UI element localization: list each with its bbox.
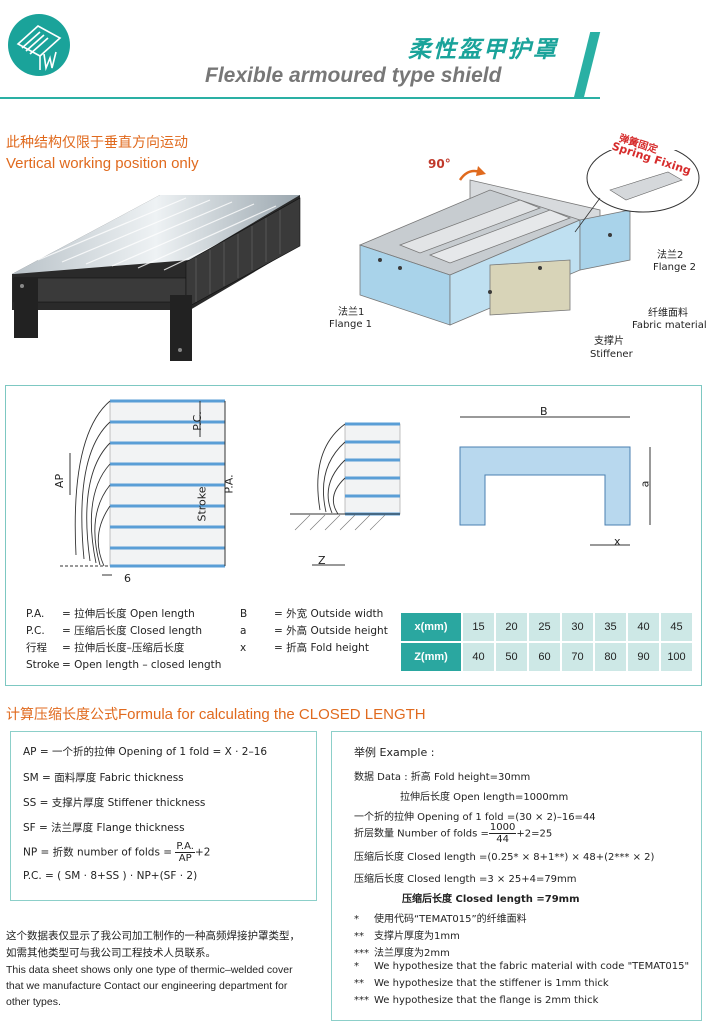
legend-left: P.A.= 拉伸后长度 Open length P.C.= 压缩后长度 Clos… (26, 606, 221, 674)
footnote-en: This data sheet shows only one type of t… (6, 964, 293, 1008)
note-item: *使用代码“TEMAT015”的纤维面料 (354, 914, 527, 925)
note-item: **支撑片厚度为1mm (354, 931, 460, 942)
example-data1: 数据 Data : 折高 Fold height=30mm (354, 772, 531, 783)
fabric-label-cn: 纤维面料 (648, 308, 688, 319)
formula-ap: AP = 一个折的拉伸 Opening of 1 fold = X · 2–16 (23, 746, 268, 758)
table-cell: 80 (595, 643, 626, 671)
note-item: **We hypothesize that the stiffener is 1… (354, 978, 609, 989)
header-accent-bar (573, 32, 601, 98)
table-row: x(mm) 15 20 25 30 35 40 45 (401, 613, 692, 641)
ap-label: AP (53, 473, 67, 489)
example-opening: 一个折的拉伸 Opening of 1 fold =(30 × 2)–16=44 (354, 812, 596, 823)
pc-label: P.C. (190, 411, 204, 431)
formula-panel: AP = 一个折的拉伸 Opening of 1 fold = X · 2–16… (10, 731, 317, 901)
legend-item: P.A.= 拉伸后长度 Open length (26, 608, 195, 620)
table-header-z: Z(mm) (401, 643, 461, 671)
page-title-cn: 柔性盔甲护罩 (408, 37, 558, 63)
compressed-fold-drawing (290, 422, 401, 566)
flange2-label-en: Flange 2 (653, 262, 697, 273)
flange1-label-en: Flange 1 (329, 319, 373, 330)
table-cell: 90 (628, 643, 659, 671)
pa-label: P.A. (222, 474, 236, 494)
a-label: a (638, 480, 652, 488)
example-notes: *使用代码“TEMAT015”的纤维面料 **支撑片厚度为1mm ***法兰厚度… (354, 910, 689, 1012)
table-cell: 30 (562, 613, 593, 641)
footnote-cn: 这个数据表仅显示了我公司加工制作的一种高频焊接护罩类型，如需其他类型可与我公司工… (6, 930, 300, 959)
stroke-label: Stroke (195, 486, 209, 522)
section-title-en: Vertical working position only (6, 155, 199, 172)
table-cell: 35 (595, 613, 626, 641)
example-closed2: 压缩后长度 Closed length =3 × 25+4=79mm (354, 874, 577, 885)
legend-item: 行程= 拉伸后长度–压缩后长度 (26, 642, 185, 654)
b-label: B (540, 405, 548, 418)
formula-pc: P.C. = ( SM · 8+SS ) · NP+(SF · 2) (23, 870, 198, 882)
legend-item: P.C.= 压缩后长度 Closed length (26, 625, 203, 637)
formula-sf: SF = 法兰厚度 Flange thickness (23, 822, 185, 834)
example-closed1: 压缩后长度 Closed length =(0.25* × 8+1**) × 4… (354, 852, 655, 863)
note-item: ***We hypothesize that the flange is 2mm… (354, 995, 599, 1006)
flange2-label-cn: 法兰2 (657, 250, 684, 261)
table-cell: 15 (463, 613, 494, 641)
shield-logo-icon (8, 14, 70, 76)
table-cell: 50 (496, 643, 527, 671)
fold-height-table: x(mm) 15 20 25 30 35 40 45 Z(mm) 40 50 6… (399, 611, 694, 673)
note-item: *We hypothesize that the fabric material… (354, 961, 690, 972)
section-title-cn: 此种结构仅限于垂直方向运动 (6, 135, 188, 151)
example-result: 压缩后长度 Closed length =79mm (402, 894, 580, 905)
page-title-en: Flexible armoured type shield (205, 64, 502, 87)
angle-label: 90° (428, 157, 451, 171)
table-row: Z(mm) 40 50 60 70 80 90 100 (401, 643, 692, 671)
table-cell: 40 (628, 613, 659, 641)
np-fraction: P.A.AP (175, 841, 195, 864)
formula-sm: SM = 面料厚度 Fabric thickness (23, 772, 184, 784)
legend-item: B= 外宽 Outside width (240, 608, 384, 620)
dimension-diagram-panel (5, 385, 702, 686)
example-title: 举例 Example : (354, 746, 435, 759)
table-cell: 20 (496, 613, 527, 641)
formula-section-title: 计算压缩长度公式Formula for calculating the CLOS… (6, 706, 426, 723)
table-cell: 25 (529, 613, 560, 641)
fabric-label-en: Fabric material (632, 320, 707, 331)
example-data2: 拉伸后长度 Open length=1000mm (400, 792, 569, 803)
table-cell: 60 (529, 643, 560, 671)
table-cell: 70 (562, 643, 593, 671)
x-label: x (614, 535, 621, 548)
exploded-view-illustration (358, 150, 700, 326)
legend-right: B= 外宽 Outside width a= 外高 Outside height… (240, 606, 388, 657)
cross-section-drawing (459, 416, 651, 546)
legend-item: a= 外高 Outside height (240, 625, 388, 637)
stiffener-label-cn: 支撑片 (594, 336, 624, 347)
table-cell: 40 (463, 643, 494, 671)
note-item: ***法兰厚度为2mm (354, 948, 450, 959)
legend-item: x= 折高 Fold height (240, 642, 369, 654)
z-label: Z (318, 554, 326, 567)
product-illustration (12, 195, 301, 361)
example-panel: 举例 Example : 数据 Data : 折高 Fold height=30… (331, 731, 702, 1021)
stiffener-label-en: Stiffener (590, 349, 633, 360)
formula-ss: SS = 支撑片厚度 Stiffener thickness (23, 797, 206, 809)
table-header-x: x(mm) (401, 613, 461, 641)
flange1-label-cn: 法兰1 (338, 307, 365, 318)
formula-np: NP = 折数 number of folds = P.A.AP+2 (23, 841, 211, 864)
legend-item: Stroke= Open length – closed length (26, 659, 222, 671)
table-cell: 100 (661, 643, 692, 671)
table-cell: 45 (661, 613, 692, 641)
fold-profile-drawing (60, 399, 226, 576)
header-rule (0, 97, 600, 99)
six-mm-label: 6 (124, 572, 131, 585)
